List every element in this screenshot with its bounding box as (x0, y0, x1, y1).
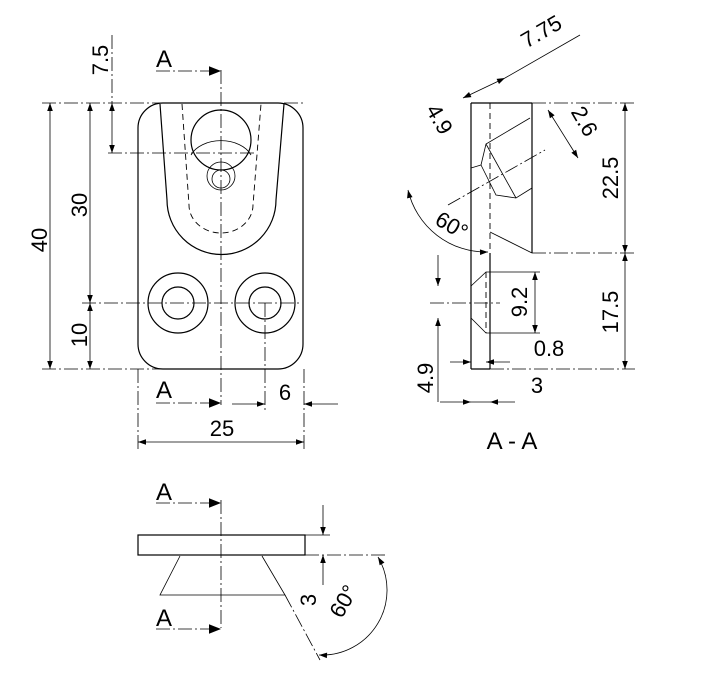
dim-26-line (547, 109, 579, 159)
dim-10-text: 10 (67, 323, 92, 347)
bore-profile (480, 117, 533, 199)
bore-profile (470, 164, 482, 169)
dim-08-text: 0.8 (534, 336, 565, 361)
dovetail-profile (159, 555, 286, 596)
dim-6-text: 6 (279, 380, 291, 405)
dim-49-upper-text: 4.9 (421, 100, 458, 139)
dim-92-text: 9.2 (507, 287, 532, 318)
slot-hidden (181, 103, 262, 234)
dim-49-lower-text: 4.9 (413, 363, 438, 394)
dim-225-text: 22.5 (598, 157, 623, 200)
bore-axis (447, 149, 546, 206)
dim-775-text: 7.75 (516, 10, 566, 53)
plate-side (137, 534, 306, 556)
chamfer-edge (489, 231, 533, 254)
front-view: 40 30 10 7.5 25 6 A A (27, 35, 338, 450)
angle-arc (407, 189, 489, 255)
dim-175-text: 17.5 (598, 291, 623, 334)
dim-775-ext (504, 34, 581, 79)
ext-line (284, 594, 321, 661)
slot-outline (159, 103, 285, 256)
angle-60-text: 60° (431, 206, 472, 244)
bottom-view: 3 60° A A (137, 479, 388, 661)
dim-3-text: 3 (296, 594, 321, 606)
angle-60-text: 60° (324, 581, 362, 622)
section-title: A - A (487, 428, 538, 455)
section-label-a-top: A (156, 46, 172, 73)
dim-25-text: 25 (210, 416, 234, 441)
dim-26-text: 2.6 (566, 102, 603, 141)
section-label-a-top: A (156, 479, 172, 506)
dim-75-text: 7.5 (88, 45, 113, 76)
section-view: 22.5 17.5 9.2 0.8 3 4.9 7.75 4.9 2.6 60°… (407, 10, 635, 455)
angle-arc (318, 556, 388, 659)
section-label-a-bottom: A (156, 377, 172, 404)
dim-40-text: 40 (27, 228, 52, 252)
dim-3-text: 3 (531, 373, 543, 398)
section-label-a-bottom: A (156, 605, 172, 632)
bore-profile (485, 143, 517, 199)
dim-30-text: 30 (67, 193, 92, 217)
dim-775-line (462, 77, 506, 99)
